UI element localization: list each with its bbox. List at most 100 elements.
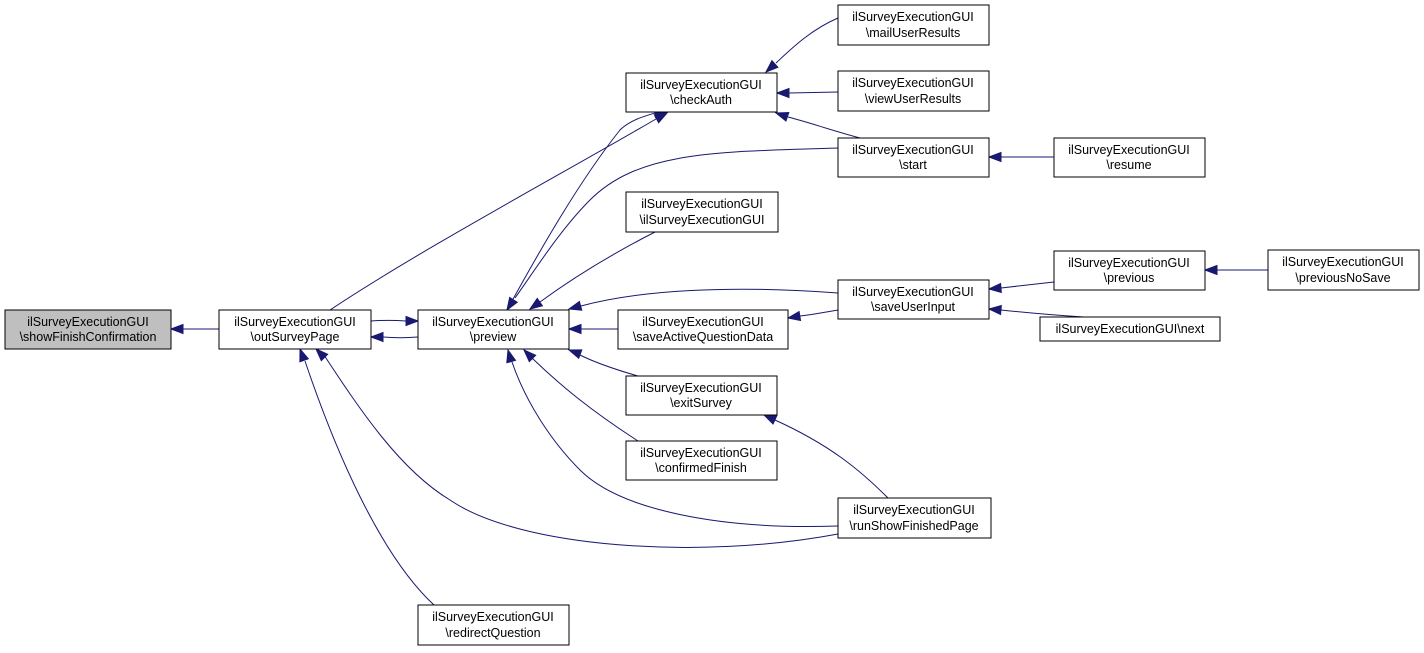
node-exitSurvey-class: ilSurveyExecutionGUI xyxy=(640,381,762,395)
edge-outSurveyPage-to-showFinishConfirmation-arrowhead xyxy=(169,323,184,335)
edge-outSurveyPage-to-checkAuth-line xyxy=(329,118,657,311)
call-nodes: ilSurveyExecutionGUI \showFinishConfirma… xyxy=(4,4,1420,646)
node-checkAuth-method: \checkAuth xyxy=(670,93,732,107)
node-start-method: \start xyxy=(899,158,927,172)
edge-preview-to-outSurveyPage-line xyxy=(382,336,419,339)
edge-runShowFinishedPage-to-preview-line xyxy=(511,361,839,527)
edge-viewUserResults-to-checkAuth xyxy=(775,87,839,99)
edge-saveUserInput-to-saveActiveQuestionData-arrowhead xyxy=(786,310,802,322)
node-preview-class: ilSurveyExecutionGUI xyxy=(432,315,554,329)
node-redirectQuestion[interactable]: ilSurveyExecutionGUI \redirectQuestion xyxy=(417,604,570,646)
node-saveActiveQuestionData-class: ilSurveyExecutionGUI xyxy=(642,315,764,329)
node-viewUserResults-method: \viewUserResults xyxy=(865,92,962,106)
edge-saveUserInput-to-saveActiveQuestionData xyxy=(786,309,839,322)
edge-exitSurvey-to-preview-arrowhead xyxy=(567,349,583,360)
node-runShowFinishedPage[interactable]: ilSurveyExecutionGUI \runShowFinishedPag… xyxy=(837,497,992,539)
edge-saveUserInput-to-preview-line xyxy=(580,288,839,307)
node-previous[interactable]: ilSurveyExecutionGUI \previous xyxy=(1053,250,1206,291)
edge-start-to-checkAuth-arrowhead xyxy=(774,111,790,122)
edge-confirmedFinish-to-preview-line xyxy=(531,357,639,442)
edge-runShowFinishedPage-to-preview-arrowhead xyxy=(506,348,517,364)
edge-mailUserResults-to-checkAuth xyxy=(764,17,839,73)
edge-previous-to-saveUserInput-line xyxy=(1000,281,1055,289)
node-next-label: ilSurveyExecutionGUI\next xyxy=(1056,322,1205,336)
edge-saveUserInput-to-preview-arrowhead xyxy=(567,300,583,311)
node-previous-method: \previous xyxy=(1104,271,1155,285)
edge-confirmedFinish-to-preview-arrowhead xyxy=(522,348,537,363)
edge-runShowFinishedPage-to-outSurveyPage xyxy=(314,347,839,548)
edge-redirectQuestion-to-outSurveyPage-line xyxy=(304,360,435,606)
edge-redirectQuestion-to-outSurveyPage xyxy=(299,347,435,606)
edge-runShowFinishedPage-to-exitSurvey xyxy=(762,414,889,499)
edge-runShowFinishedPage-to-preview xyxy=(506,348,839,527)
node-resume-class: ilSurveyExecutionGUI xyxy=(1068,143,1190,157)
node-outSurveyPage-method: \outSurveyPage xyxy=(251,330,340,344)
node-saveActiveQuestionData[interactable]: ilSurveyExecutionGUI \saveActiveQuestion… xyxy=(617,309,789,350)
node-preview-method: \preview xyxy=(470,330,518,344)
edge-outSurveyPage-to-checkAuth xyxy=(329,112,669,311)
node-viewUserResults-class: ilSurveyExecutionGUI xyxy=(852,76,974,90)
node-preview[interactable]: ilSurveyExecutionGUI \preview xyxy=(417,309,570,350)
node-confirmedFinish[interactable]: ilSurveyExecutionGUI \confirmedFinish xyxy=(625,440,778,481)
edge-previous-to-saveUserInput-arrowhead xyxy=(987,282,1002,294)
node-checkAuth-class: ilSurveyExecutionGUI xyxy=(640,78,762,92)
node-runShowFinishedPage-method: \runShowFinishedPage xyxy=(849,519,978,533)
edge-confirmedFinish-to-preview xyxy=(522,348,639,442)
edge-runShowFinishedPage-to-outSurveyPage-line xyxy=(321,351,839,548)
node-confirmedFinish-class: ilSurveyExecutionGUI xyxy=(640,446,762,460)
edge-outSurveyPage-to-preview-line xyxy=(370,319,407,322)
edge-resume-to-start-arrowhead xyxy=(987,151,1002,163)
edge-start-to-checkAuth xyxy=(774,111,861,139)
edge-start-to-preview-line xyxy=(514,147,839,299)
edge-start-to-preview xyxy=(506,147,839,312)
node-next[interactable]: ilSurveyExecutionGUI\next xyxy=(1039,316,1221,342)
edge-next-to-saveUserInput-line xyxy=(1000,309,1085,318)
edge-start-to-preview-arrowhead xyxy=(506,296,519,312)
node-ilSurveyExecutionGUI-class: ilSurveyExecutionGUI xyxy=(641,197,763,211)
edge-previous-to-saveUserInput xyxy=(987,281,1055,294)
edge-outSurveyPage-to-preview-arrowhead xyxy=(405,315,420,327)
node-previousNoSave-method: \previousNoSave xyxy=(1295,271,1390,285)
edge-redirectQuestion-to-outSurveyPage-arrowhead xyxy=(299,347,310,363)
node-saveUserInput[interactable]: ilSurveyExecutionGUI \saveUserInput xyxy=(837,279,990,320)
node-mailUserResults-method: \mailUserResults xyxy=(866,26,960,40)
edge-viewUserResults-to-checkAuth-line xyxy=(788,91,839,94)
edge-next-to-saveUserInput-arrowhead xyxy=(987,304,1002,316)
edge-runShowFinishedPage-to-outSurveyPage-arrowhead xyxy=(314,347,329,362)
node-previousNoSave[interactable]: ilSurveyExecutionGUI \previousNoSave xyxy=(1267,249,1420,291)
node-outSurveyPage[interactable]: ilSurveyExecutionGUI \outSurveyPage xyxy=(218,309,372,350)
node-saveUserInput-method: \saveUserInput xyxy=(871,300,956,314)
node-exitSurvey[interactable]: ilSurveyExecutionGUI \exitSurvey xyxy=(625,375,778,416)
node-checkAuth[interactable]: ilSurveyExecutionGUI \checkAuth xyxy=(625,72,778,113)
edge-mailUserResults-to-checkAuth-line xyxy=(775,17,839,64)
edge-ilSurveyExecutionGUI-to-preview-line xyxy=(539,231,656,303)
edge-start-to-checkAuth-line xyxy=(787,116,861,139)
edge-previousNoSave-to-previous xyxy=(1203,264,1268,276)
node-showFinishConfirmation[interactable]: ilSurveyExecutionGUI \showFinishConfirma… xyxy=(4,309,172,350)
edge-preview-to-checkAuth-line xyxy=(506,112,656,311)
node-resume[interactable]: ilSurveyExecutionGUI \resume xyxy=(1053,137,1206,178)
edge-runShowFinishedPage-to-exitSurvey-arrowhead xyxy=(762,414,778,425)
node-viewUserResults[interactable]: ilSurveyExecutionGUI \viewUserResults xyxy=(837,70,990,112)
edge-ilSurveyExecutionGUI-to-preview-arrowhead xyxy=(528,297,544,310)
edge-previousNoSave-to-previous-arrowhead xyxy=(1203,264,1218,276)
edge-saveUserInput-to-saveActiveQuestionData-line xyxy=(799,309,839,317)
node-start[interactable]: ilSurveyExecutionGUI \start xyxy=(837,137,990,178)
node-ilSurveyExecutionGUI[interactable]: ilSurveyExecutionGUI \ilSurveyExecutionG… xyxy=(625,191,779,233)
node-redirectQuestion-class: ilSurveyExecutionGUI xyxy=(432,610,554,624)
edge-preview-to-outSurveyPage xyxy=(369,331,419,343)
edge-saveUserInput-to-preview xyxy=(567,288,839,311)
edge-saveActiveQuestionData-to-preview-arrowhead xyxy=(567,323,582,335)
edge-outSurveyPage-to-preview xyxy=(370,315,420,327)
edge-ilSurveyExecutionGUI-to-preview xyxy=(528,231,656,310)
node-previousNoSave-class: ilSurveyExecutionGUI xyxy=(1282,255,1404,269)
edge-viewUserResults-to-checkAuth-arrowhead xyxy=(775,87,790,99)
edge-resume-to-start xyxy=(987,151,1054,163)
node-mailUserResults-class: ilSurveyExecutionGUI xyxy=(852,10,974,24)
node-runShowFinishedPage-class: ilSurveyExecutionGUI xyxy=(853,503,975,517)
edge-exitSurvey-to-preview xyxy=(567,349,639,377)
node-mailUserResults[interactable]: ilSurveyExecutionGUI \mailUserResults xyxy=(837,4,990,46)
edge-saveActiveQuestionData-to-preview xyxy=(567,323,618,335)
edge-outSurveyPage-to-showFinishConfirmation xyxy=(169,323,219,335)
